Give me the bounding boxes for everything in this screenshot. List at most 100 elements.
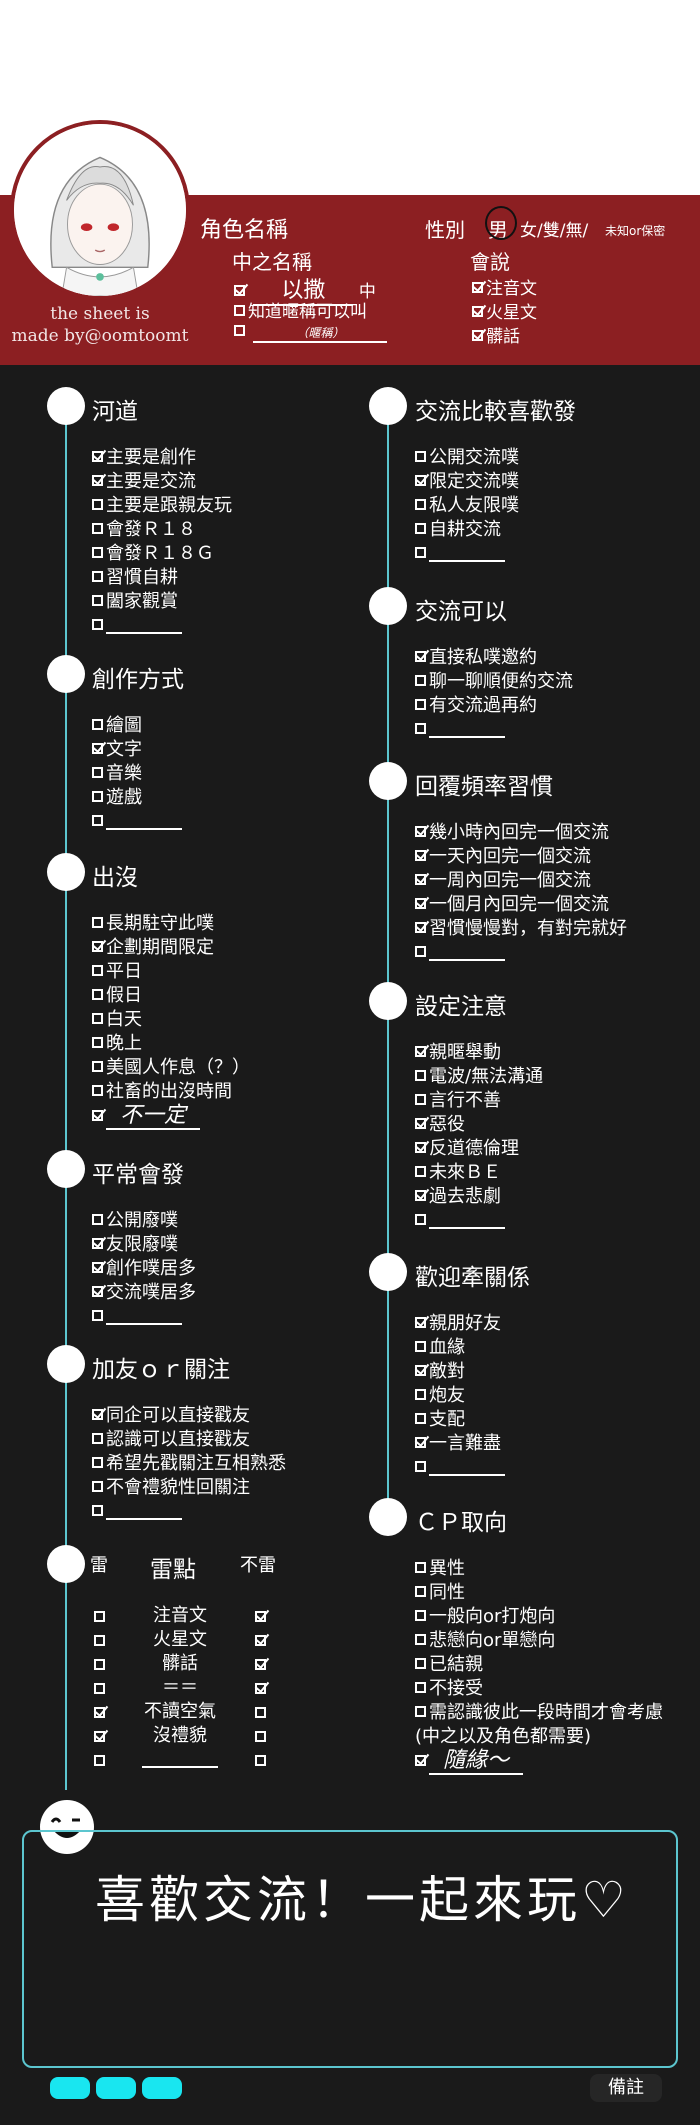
checkbox[interactable] <box>92 1109 103 1121</box>
pill-1[interactable] <box>50 2077 90 2099</box>
list-item: 同企可以直接戳友 <box>92 1405 250 1427</box>
checkbox[interactable] <box>415 522 426 534</box>
checkbox[interactable] <box>92 940 103 952</box>
checkbox[interactable] <box>415 722 426 734</box>
checkbox[interactable] <box>415 650 426 662</box>
pill-3[interactable] <box>142 2077 182 2099</box>
checkbox[interactable] <box>92 570 103 582</box>
checkbox[interactable] <box>92 618 103 630</box>
thunder-right-checkbox[interactable] <box>255 1659 266 1670</box>
pill-2[interactable] <box>96 2077 136 2099</box>
checkbox[interactable] <box>415 1141 426 1153</box>
checkbox[interactable] <box>92 450 103 462</box>
checkbox[interactable] <box>92 1285 103 1297</box>
checkbox[interactable] <box>415 1165 426 1177</box>
lang-checkbox[interactable] <box>472 281 483 293</box>
checkbox[interactable] <box>92 1480 103 1492</box>
checkbox[interactable] <box>92 742 103 754</box>
checkbox[interactable] <box>92 766 103 778</box>
checkbox[interactable] <box>415 1189 426 1201</box>
checkbox[interactable] <box>415 1093 426 1105</box>
checkbox[interactable] <box>92 814 103 826</box>
checkbox[interactable] <box>415 1340 426 1352</box>
checkbox[interactable] <box>415 921 426 933</box>
checkbox[interactable] <box>92 1456 103 1468</box>
checkbox[interactable] <box>415 1117 426 1129</box>
checkbox[interactable] <box>415 825 426 837</box>
thunder-right-checkbox[interactable] <box>255 1755 266 1766</box>
checkbox[interactable] <box>92 1261 103 1273</box>
checkbox[interactable] <box>415 1213 426 1225</box>
checkbox[interactable] <box>92 1504 103 1516</box>
checkbox[interactable] <box>92 1012 103 1024</box>
thunder-left-checkbox[interactable] <box>94 1611 105 1622</box>
thunder-right-checkbox[interactable] <box>255 1731 266 1742</box>
cn-checkbox[interactable] <box>234 284 245 296</box>
thunder-left-checkbox[interactable] <box>94 1755 105 1766</box>
checkbox[interactable] <box>92 1060 103 1072</box>
checkbox[interactable] <box>92 916 103 928</box>
checkbox[interactable] <box>92 988 103 1000</box>
list-item <box>415 1457 505 1479</box>
checkbox[interactable] <box>415 1045 426 1057</box>
checkbox[interactable] <box>415 1585 426 1597</box>
checkbox[interactable] <box>92 1084 103 1096</box>
checkbox[interactable] <box>92 1408 103 1420</box>
checkbox[interactable] <box>415 1364 426 1376</box>
checkbox[interactable] <box>415 1412 426 1424</box>
checkbox[interactable] <box>415 546 426 558</box>
cn-blank-checkbox[interactable] <box>234 324 245 336</box>
checkbox[interactable] <box>92 474 103 486</box>
checkbox[interactable] <box>415 1681 426 1693</box>
checkbox[interactable] <box>92 718 103 730</box>
notes-tab[interactable]: 備註 <box>590 2074 662 2102</box>
lang-checkbox[interactable] <box>472 329 483 341</box>
checkbox[interactable] <box>415 1633 426 1645</box>
thunder-right-checkbox[interactable] <box>255 1635 266 1646</box>
checkbox[interactable] <box>415 1436 426 1448</box>
checkbox[interactable] <box>415 1657 426 1669</box>
checkbox[interactable] <box>415 1069 426 1081</box>
checkbox[interactable] <box>92 594 103 606</box>
list-item <box>92 811 182 833</box>
checkbox[interactable] <box>415 945 426 957</box>
checkbox[interactable] <box>415 873 426 885</box>
checkbox[interactable] <box>415 450 426 462</box>
thunder-left-checkbox[interactable] <box>94 1635 105 1646</box>
thunder-left-checkbox[interactable] <box>94 1707 105 1718</box>
checkbox[interactable] <box>415 1561 426 1573</box>
item-label: 創作噗居多 <box>106 1258 196 1279</box>
checkbox[interactable] <box>415 698 426 710</box>
thunder-right-checkbox[interactable] <box>255 1611 266 1622</box>
checkbox[interactable] <box>415 1705 426 1717</box>
checkbox[interactable] <box>415 1754 426 1766</box>
checkbox[interactable] <box>92 1309 103 1321</box>
checkbox[interactable] <box>415 674 426 686</box>
checkbox[interactable] <box>92 498 103 510</box>
checkbox[interactable] <box>415 1460 426 1472</box>
checkbox[interactable] <box>415 1316 426 1328</box>
lang-checkbox[interactable] <box>472 305 483 317</box>
checkbox[interactable] <box>92 1237 103 1249</box>
thunder-right-checkbox[interactable] <box>255 1707 266 1718</box>
checkbox[interactable] <box>415 498 426 510</box>
thunder-left-checkbox[interactable] <box>94 1683 105 1694</box>
thunder-left-checkbox[interactable] <box>94 1659 105 1670</box>
list-item: 文字 <box>92 739 142 761</box>
blank-line <box>429 1460 505 1476</box>
thunder-left-checkbox[interactable] <box>94 1731 105 1742</box>
checkbox[interactable] <box>92 546 103 558</box>
checkbox[interactable] <box>92 1036 103 1048</box>
checkbox[interactable] <box>92 522 103 534</box>
checkbox[interactable] <box>415 1609 426 1621</box>
thunder-right-checkbox[interactable] <box>255 1683 266 1694</box>
checkbox[interactable] <box>92 964 103 976</box>
checkbox[interactable] <box>415 1388 426 1400</box>
checkbox[interactable] <box>92 790 103 802</box>
checkbox[interactable] <box>415 474 426 486</box>
checkbox[interactable] <box>415 849 426 861</box>
checkbox[interactable] <box>92 1213 103 1225</box>
checkbox[interactable] <box>415 897 426 909</box>
cn-nickname-checkbox[interactable] <box>234 304 245 316</box>
checkbox[interactable] <box>92 1432 103 1444</box>
